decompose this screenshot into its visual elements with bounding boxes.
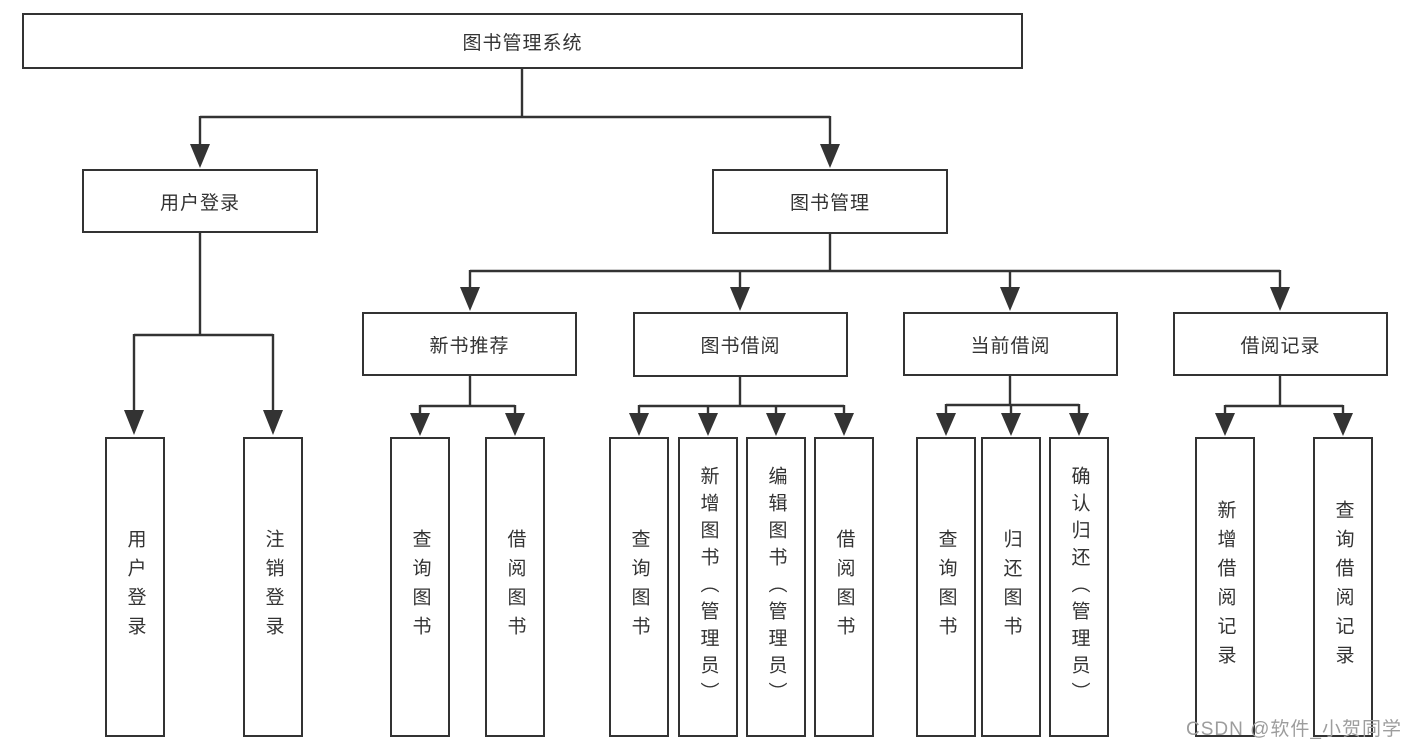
arrowhead (1000, 287, 1020, 311)
leaf-label: 借阅图书 (504, 529, 526, 645)
node-user-login: 用户登录 (82, 169, 318, 233)
connector-user-login-children (124, 232, 283, 435)
node-label: 图书管理 (789, 193, 870, 214)
node-borrow-record: 借阅记录 (1173, 312, 1388, 376)
leaf-label: 借阅图书 (833, 529, 855, 645)
connector-new-book-children (410, 375, 525, 436)
arrowhead (1215, 413, 1235, 436)
leaf-label: 查询图书 (409, 529, 431, 645)
arrowhead (1001, 413, 1021, 436)
arrowhead (766, 413, 786, 436)
leaf-bookborrow-edit: 编辑图书（管理员） (746, 437, 806, 737)
leaf-record-query: 查询借阅记录 (1313, 437, 1373, 737)
arrowhead (460, 287, 480, 311)
node-label: 图书借阅 (700, 336, 781, 357)
arrowhead (124, 410, 144, 435)
leaf-label: 用户登录 (124, 529, 146, 645)
arrowhead (263, 410, 283, 435)
connector-borrow-record-children (1215, 375, 1353, 436)
leaf-newbook-borrow: 借阅图书 (485, 437, 545, 737)
leaf-current-confirm: 确认归还（管理员） (1049, 437, 1109, 737)
leaf-user-login: 用户登录 (105, 437, 165, 737)
node-book-management: 图书管理 (712, 169, 948, 234)
arrowhead (936, 413, 956, 436)
leaf-bookborrow-query: 查询图书 (609, 437, 669, 737)
connector-book-management-children (460, 233, 1290, 311)
node-label: 当前借阅 (970, 335, 1051, 357)
arrowhead (629, 413, 649, 436)
leaf-label: 查询借阅记录 (1332, 500, 1354, 674)
leaf-current-return: 归还图书 (981, 437, 1041, 737)
arrowhead (505, 413, 525, 436)
leaf-label: 归还图书 (1000, 529, 1022, 645)
arrowhead (820, 144, 840, 168)
node-new-book-recommend: 新书推荐 (362, 312, 577, 376)
leaf-logout: 注销登录 (243, 437, 303, 737)
connector-book-borrow-children (629, 376, 854, 436)
arrowhead (698, 413, 718, 436)
leaf-label: 新增借阅记录 (1214, 500, 1236, 674)
leaf-label: 确认归还（管理员） (1068, 465, 1090, 709)
node-label: 用户登录 (159, 192, 240, 214)
leaf-record-add: 新增借阅记录 (1195, 437, 1255, 737)
node-root: 图书管理系统 (22, 13, 1023, 69)
node-label: 新书推荐 (429, 335, 510, 357)
csdn-watermark: CSDN @软件_小贺同学 (1186, 719, 1402, 740)
leaf-label: 注销登录 (262, 529, 284, 645)
arrowhead (1069, 413, 1089, 436)
leaf-label: 查询图书 (628, 529, 650, 645)
arrowhead (1333, 413, 1353, 436)
arrowhead (410, 413, 430, 436)
node-label: 图书管理系统 (462, 32, 583, 54)
leaf-label: 编辑图书（管理员） (765, 465, 787, 709)
connector-current-borrow-children (936, 375, 1089, 436)
arrowhead (730, 287, 750, 311)
arrowhead (190, 144, 210, 168)
leaf-bookborrow-borrow: 借阅图书 (814, 437, 874, 737)
arrowhead (834, 413, 854, 436)
leaf-bookborrow-add: 新增图书（管理员） (678, 437, 738, 737)
arrowhead (1270, 287, 1290, 311)
node-current-borrow: 当前借阅 (903, 312, 1118, 376)
leaf-current-query: 查询图书 (916, 437, 976, 737)
leaf-newbook-query: 查询图书 (390, 437, 450, 737)
node-book-borrow: 图书借阅 (633, 312, 848, 377)
leaf-label: 查询图书 (935, 529, 957, 645)
leaf-label: 新增图书（管理员） (697, 465, 719, 709)
connector-root-to-level2 (190, 68, 840, 168)
node-label: 借阅记录 (1240, 335, 1321, 357)
